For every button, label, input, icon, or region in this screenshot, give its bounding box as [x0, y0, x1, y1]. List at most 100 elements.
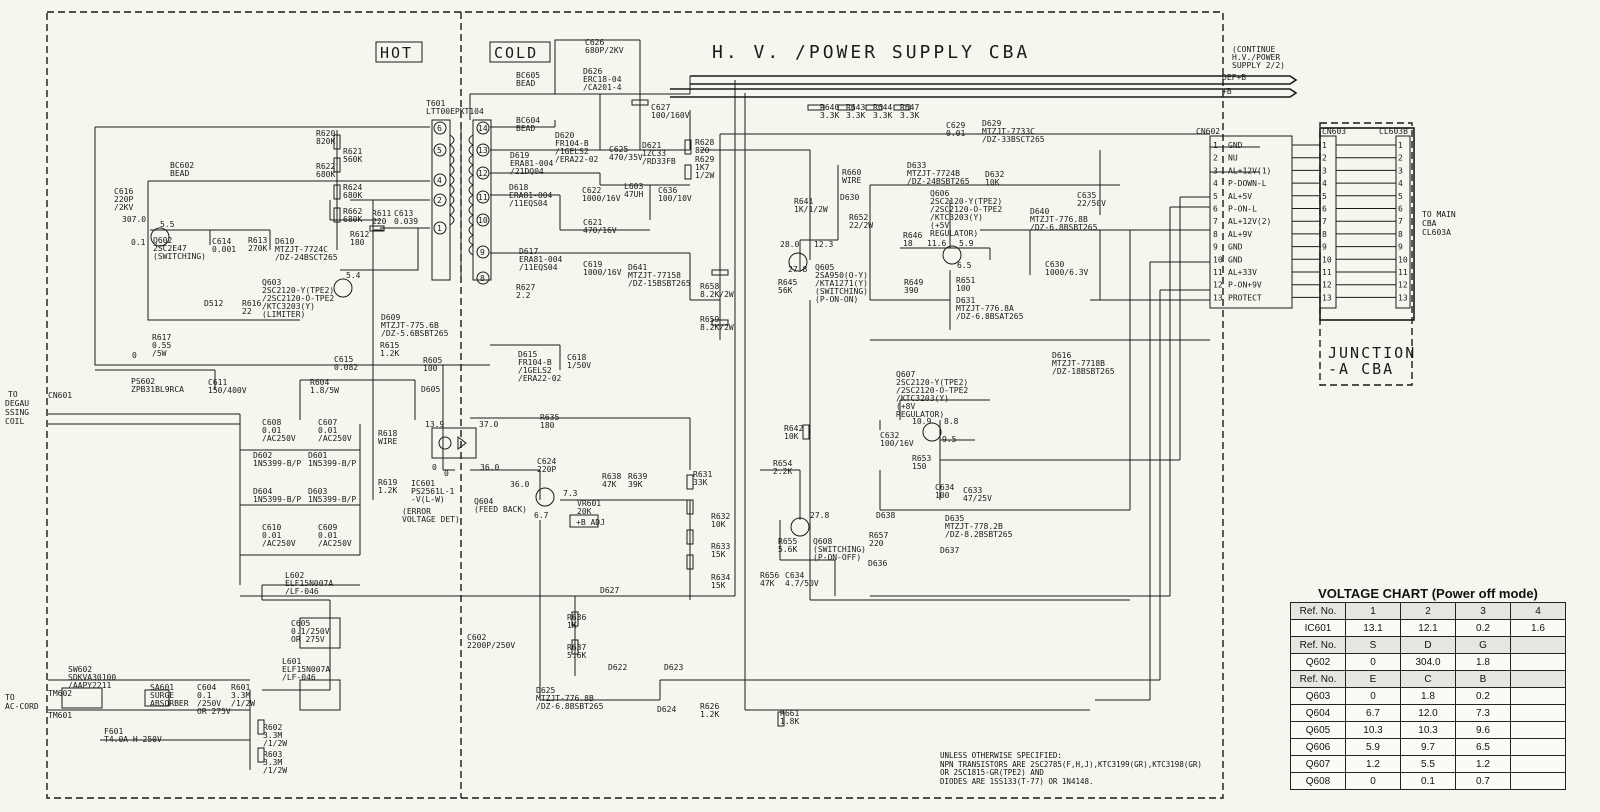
- hot-label: HOT: [380, 44, 413, 62]
- label-c629: 0.01: [946, 129, 965, 138]
- label-d635: MTZJT-778.2B: [945, 522, 1003, 531]
- voltage-chart-cell: 0.2: [1455, 619, 1511, 637]
- label-c624: C624: [537, 457, 556, 466]
- label-r601: R601: [231, 683, 250, 692]
- svg-text:12: 12: [478, 169, 488, 178]
- svg-text:SSING: SSING: [5, 408, 29, 417]
- label-q607: /2SC2120-O-TPE2: [896, 386, 968, 395]
- label-c607: 0.01: [318, 426, 337, 435]
- label-q602: 2SC2E47: [153, 244, 187, 253]
- label-r633: 15K: [711, 550, 726, 559]
- label-r602: R602: [263, 723, 282, 732]
- label-d622: D622: [608, 663, 627, 672]
- label-bc605: BEAD: [516, 79, 535, 88]
- label-l603: 47UH: [624, 190, 643, 199]
- cn602-signal-9: GND: [1228, 243, 1243, 252]
- label-r642: R642: [784, 424, 803, 433]
- cn603-pin-6: 6: [1322, 205, 1327, 214]
- voltage-chart-cell: 4: [1510, 602, 1566, 620]
- label-d617: D617: [519, 247, 538, 256]
- voltage-chart-cell: 9.7: [1400, 738, 1456, 756]
- voltage-chart-title: VOLTAGE CHART (Power off mode): [1318, 586, 1538, 601]
- label-r655: R655: [778, 537, 797, 546]
- cn602-signal-1: GND: [1228, 141, 1243, 150]
- label-d602: D602: [253, 451, 272, 460]
- continue-note-3: SUPPLY 2/2): [1232, 61, 1285, 70]
- label-r638: R638: [602, 472, 621, 481]
- label-c622: 1000/16V: [582, 194, 621, 203]
- voltage-v8: 36.0: [480, 463, 499, 472]
- label-q605: Q605: [815, 263, 834, 272]
- label-f601: F601: [104, 727, 123, 736]
- label-d625: MTZJT-776.8B: [536, 694, 594, 703]
- label-r661: 1.8K: [780, 717, 799, 726]
- cn603-pin-9: 9: [1322, 243, 1327, 252]
- label-r637: R637: [567, 643, 586, 652]
- label-d618: /11EQS04: [509, 199, 548, 208]
- label-ic601: PS2561L-1: [411, 487, 455, 496]
- cn602-pin-11: 11: [1213, 268, 1223, 277]
- label-r622: R622: [316, 162, 335, 171]
- cn602-pin-9: 9: [1213, 243, 1218, 252]
- label-d609: MTZJT-775.6B: [381, 321, 439, 330]
- component-labels: C626680P/2KVD626ERC18-04/CA201-4BC605BEA…: [68, 38, 1115, 775]
- label-q603: /KTC3203(Y): [262, 302, 315, 311]
- svg-text:-A CBA: -A CBA: [1328, 360, 1394, 378]
- label-r643: R643: [846, 103, 865, 112]
- label-d631: D631: [956, 296, 975, 305]
- voltage-chart-cell: 9.6: [1455, 721, 1511, 739]
- q607-symbol: [922, 422, 942, 442]
- voltage-v6: 37.0: [479, 420, 498, 429]
- cn602-signal-7: AL+12V(2): [1228, 217, 1271, 226]
- label-r654: R654: [773, 459, 792, 468]
- label-q607: Q607: [896, 370, 915, 379]
- label-r653: R653: [912, 454, 931, 463]
- note-line: UNLESS OTHERWISE SPECIFIED:: [940, 751, 1062, 760]
- rails: DEF+B +B (CONTINUE H.V./POWER SUPPLY 2/2…: [670, 45, 1298, 98]
- label-c626: C626: [585, 38, 604, 47]
- label-c604: 0.1: [197, 691, 212, 700]
- label-c615: 0.082: [334, 363, 358, 372]
- label-d641: MTZJT-77158: [628, 271, 681, 280]
- voltage-chart-cell: 2: [1400, 602, 1456, 620]
- continue-note-2: H.V./POWER: [1232, 53, 1280, 62]
- label-q605: 2SA950(O-Y): [815, 271, 868, 280]
- svg-text:2: 2: [437, 196, 442, 205]
- cn603-pin-12: 12: [1322, 281, 1332, 290]
- label-r617: 0.55: [152, 341, 171, 350]
- voltage-v17: 6.5: [957, 261, 972, 270]
- cn602-signal-5: AL+5V: [1228, 192, 1252, 201]
- voltage-v11: 6.7: [534, 511, 549, 520]
- label-r660: R660: [842, 168, 861, 177]
- label-r644: 3.3K: [873, 111, 892, 120]
- label-r634: 15K: [711, 581, 726, 590]
- q608-symbol: [790, 517, 810, 537]
- cn603-pin-8: 8: [1322, 230, 1327, 239]
- label-r632: 10K: [711, 520, 726, 529]
- cn602-title: CN602: [1196, 127, 1220, 136]
- label-q606: REGULATOR): [930, 229, 978, 238]
- cl603b-pin-8: 8: [1398, 230, 1403, 239]
- label-r651: R651: [956, 276, 975, 285]
- label-c605: C605: [291, 619, 310, 628]
- q605-symbol: [788, 252, 808, 272]
- label-q605: /KTA1271(Y): [815, 279, 868, 288]
- q606-symbol: [942, 245, 962, 265]
- label-r626: R626: [700, 702, 719, 711]
- label-c634: C634: [935, 483, 954, 492]
- label-r631: 33K: [693, 478, 708, 487]
- cn602-pin-8: 8: [1213, 230, 1218, 239]
- label-t601: T601: [426, 99, 445, 108]
- label-c608: 0.01: [262, 426, 281, 435]
- cl603b-pin-2: 2: [1398, 154, 1403, 163]
- label-r629: 1K7: [695, 163, 710, 172]
- label-d616: MTZJT-7718B: [1052, 359, 1105, 368]
- svg-text:6: 6: [437, 124, 442, 133]
- label-r602: /1/2W: [263, 739, 287, 748]
- label-ic601: IC601: [411, 479, 435, 488]
- svg-text:TO MAIN: TO MAIN: [1422, 210, 1456, 219]
- label-d631: /DZ-6.8BSAT265: [956, 312, 1024, 321]
- cn602-pin-5: 5: [1213, 192, 1218, 201]
- label-r636: 1K: [567, 621, 577, 630]
